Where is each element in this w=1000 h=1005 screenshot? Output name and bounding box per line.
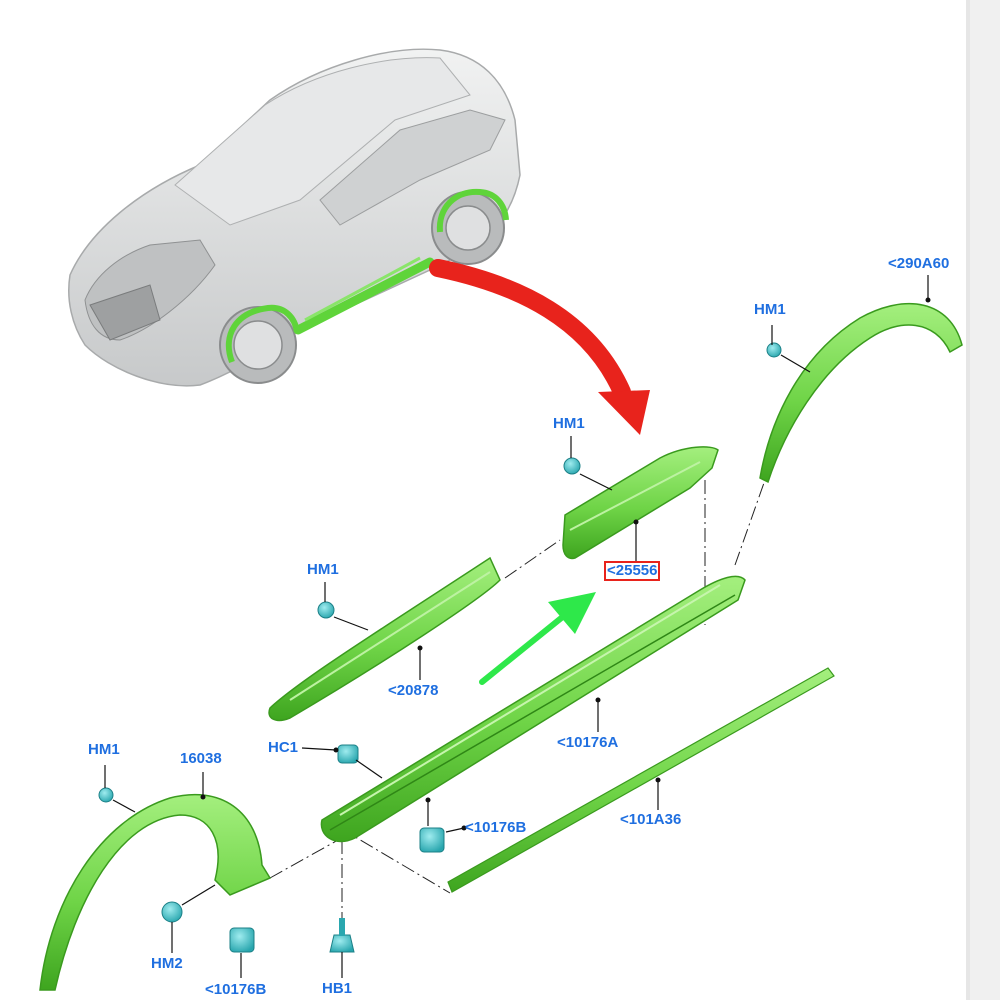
clip-hm1-rear-arch[interactable] — [766, 342, 782, 358]
clip-hm1-rear-molding[interactable] — [563, 457, 581, 475]
rocker-panel-part[interactable] — [320, 575, 746, 843]
label-hm2[interactable]: HM2 — [151, 955, 183, 972]
vehicle-illustration — [68, 48, 521, 387]
label-hc1[interactable]: HC1 — [268, 739, 299, 756]
label-rear-door-molding-selected[interactable]: <25556 — [604, 561, 661, 581]
green-pointer-arrow — [479, 592, 596, 685]
rear-wheel-arch-part[interactable] — [759, 303, 963, 484]
front-door-molding-part[interactable] — [268, 556, 501, 722]
label-hm1-front-arch[interactable]: HM1 — [88, 741, 120, 758]
vertical-scrollbar[interactable] — [966, 0, 1000, 1000]
red-pointer-arrow — [429, 259, 650, 435]
label-front-clip[interactable]: <10176B — [205, 981, 267, 998]
label-hb1[interactable]: HB1 — [322, 980, 353, 997]
label-rocker-trim[interactable]: <101A36 — [620, 811, 682, 828]
label-rocker-panel[interactable]: <10176A — [557, 734, 619, 751]
rear-door-molding-part[interactable] — [562, 446, 719, 560]
clip-10176b-front[interactable] — [229, 927, 255, 953]
rocker-trim-part[interactable] — [447, 667, 835, 893]
clip-hc1[interactable] — [337, 744, 359, 764]
scrollbar-edge — [966, 0, 970, 1000]
label-front-door-molding[interactable]: <20878 — [388, 682, 439, 699]
leader-dots — [200, 297, 931, 831]
label-rear-arch[interactable]: <290A60 — [888, 255, 950, 272]
clip-hm2[interactable] — [161, 901, 183, 923]
front-wheel-arch-part[interactable] — [39, 793, 272, 991]
clip-hm1-front-molding[interactable] — [317, 601, 335, 619]
label-front-arch[interactable]: 16038 — [180, 750, 222, 767]
label-hm1-front-molding[interactable]: HM1 — [307, 561, 339, 578]
label-hm1-rear-arch[interactable]: HM1 — [754, 301, 786, 318]
label-rocker-clip[interactable]: <10176B — [465, 819, 527, 836]
clip-10176b-rocker[interactable] — [419, 827, 445, 853]
clip-hb1[interactable] — [329, 918, 355, 953]
leader-lines — [104, 275, 929, 978]
label-hm1-rear-molding[interactable]: HM1 — [553, 415, 585, 432]
clip-hm1-front-arch[interactable] — [98, 787, 114, 803]
